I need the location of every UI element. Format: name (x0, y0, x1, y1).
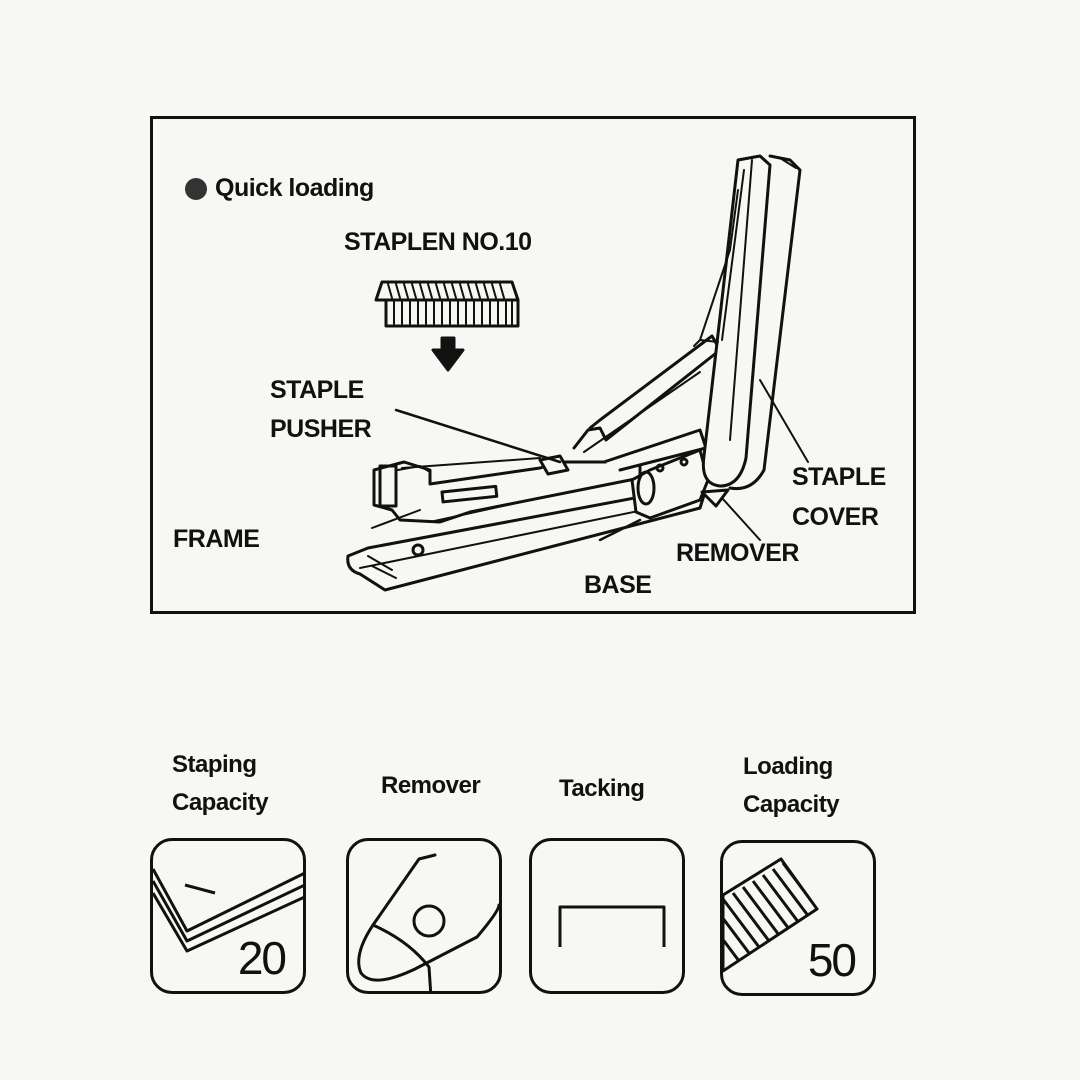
remover-tile (346, 838, 502, 994)
remover-icon (357, 853, 499, 991)
staping-capacity-tile: 20 (150, 838, 306, 994)
stapler-illustration (346, 154, 809, 592)
diagram-frame (150, 116, 916, 614)
loading-capacity-tile: 50 (720, 840, 876, 996)
stacked-paper-icon (153, 868, 303, 953)
staping-capacity-value: 20 (237, 932, 287, 984)
staple-cover-label-line2: COVER (792, 503, 879, 531)
remover-tip (700, 488, 730, 508)
loading-capacity-value: 50 (807, 934, 857, 986)
quick-loading-label: Quick loading (215, 174, 374, 202)
staple-cover-label-line1: STAPLE (792, 463, 886, 491)
remover-label: REMOVER (676, 539, 799, 567)
staple-pusher-label-line2: PUSHER (270, 415, 372, 443)
staple-type-label: STAPLEN NO.10 (344, 228, 532, 256)
arrow-down-icon (431, 336, 465, 372)
frame-label: FRAME (173, 525, 260, 553)
bullet-dot-icon (185, 177, 207, 200)
staple-pusher (538, 454, 570, 476)
staple-cover (701, 154, 772, 488)
staple-strip-icon (374, 280, 520, 328)
feature-title-loading-line2: Capacity (743, 791, 840, 818)
tacking-staple-icon (558, 905, 666, 947)
feature-title-staping-line1: Staping (172, 751, 257, 778)
base-label: BASE (584, 571, 652, 599)
staple-pusher-label-line1: STAPLE (270, 376, 364, 404)
tacking-tile (529, 838, 685, 994)
quick-loading-heading: Quick loading (185, 176, 374, 201)
feature-title-tacking: Tacking (559, 775, 645, 802)
feature-title-staping-line2: Capacity (172, 789, 269, 816)
feature-title-remover: Remover (381, 772, 481, 799)
feature-title-loading-line1: Loading (743, 753, 833, 780)
staple-strip-icon (723, 857, 819, 973)
